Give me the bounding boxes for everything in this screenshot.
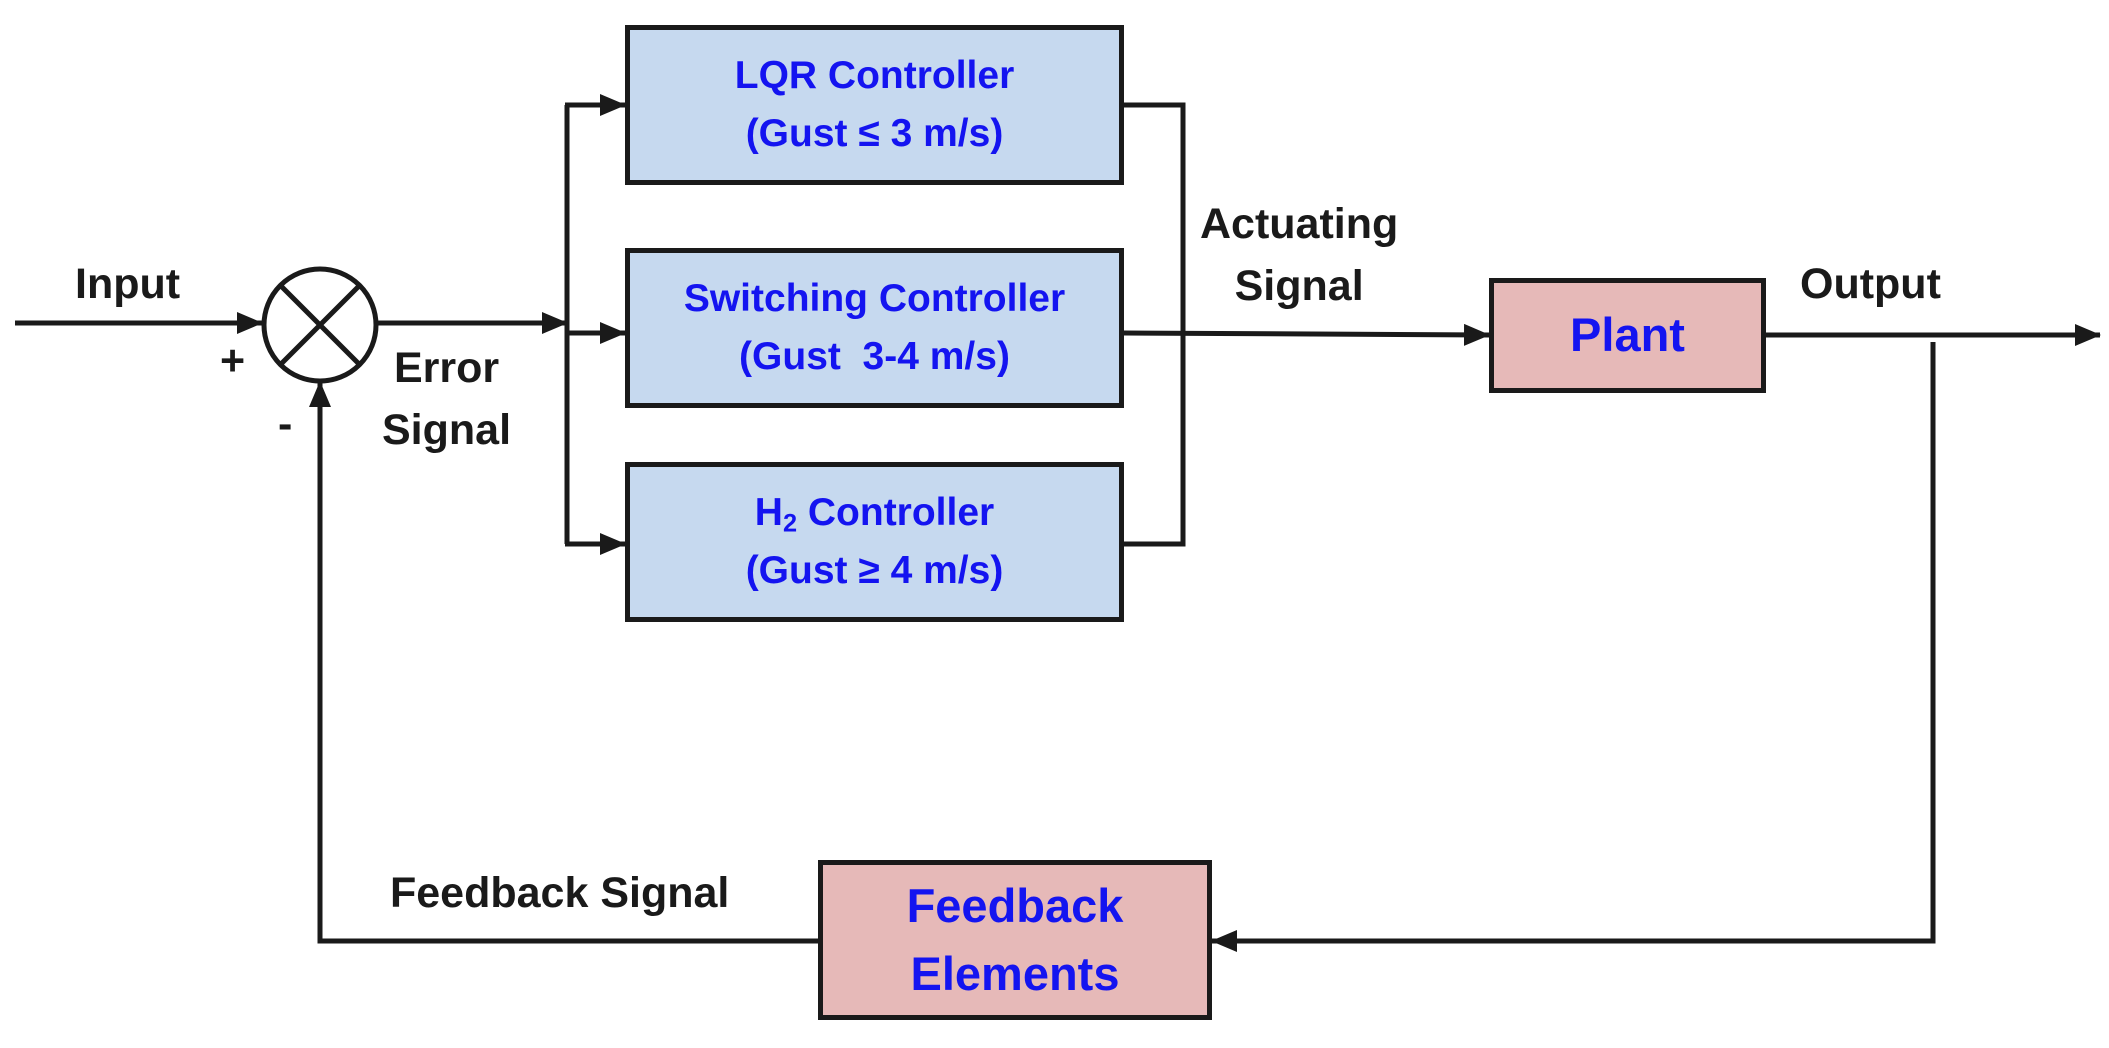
lqr-line1: LQR Controller xyxy=(734,53,1015,97)
error-line1: Error xyxy=(393,344,500,392)
h2-subscript: 2 xyxy=(782,508,798,537)
minus-sign: - xyxy=(278,400,293,448)
feedback-line1: Feedback xyxy=(906,878,1124,932)
input-label: Input xyxy=(75,260,181,308)
h2-controller-block: H2 Controller (Gust ≥ 4 m/s) xyxy=(625,462,1124,622)
feedback-signal-label: Feedback Signal xyxy=(390,869,730,917)
actuating-signal-label: Actuating Signal xyxy=(1200,193,1398,318)
feedback-line2: Elements xyxy=(910,947,1120,1000)
h2-line1: H2 Controller xyxy=(755,484,994,543)
lqr-controller-block: LQR Controller (Gust ≤ 3 m/s) xyxy=(625,25,1124,185)
feedback-elements-block: Feedback Elements xyxy=(818,860,1212,1020)
lqr-out-line xyxy=(1124,102,1186,547)
plant-label: Plant xyxy=(1570,308,1685,362)
switching-controller-block: Switching Controller (Gust 3-4 m/s) xyxy=(625,248,1124,408)
output-label: Output xyxy=(1800,260,1941,308)
switching-line1: Switching Controller xyxy=(683,276,1066,320)
lqr-line2: (Gust ≤ 3 m/s) xyxy=(745,112,1004,155)
switching-line2: (Gust 3-4 m/s) xyxy=(739,335,1010,378)
plant-block: Plant xyxy=(1489,278,1766,393)
feedback-return-line xyxy=(1211,342,1936,952)
summing-cross-2 xyxy=(278,283,362,367)
error-signal-label: Error Signal xyxy=(382,337,511,462)
actuating-line1: Actuating xyxy=(1200,200,1399,248)
feedback-signal-line xyxy=(309,381,818,944)
h2-rest: Controller xyxy=(797,490,995,534)
actuating-line2: Signal xyxy=(1234,262,1364,311)
plus-sign: + xyxy=(220,337,246,385)
actuating-signal-arrow xyxy=(1123,323,1490,346)
error-line2: Signal xyxy=(382,406,512,455)
h2-main: H xyxy=(754,490,783,534)
h2-line2: (Gust ≥ 4 m/s) xyxy=(745,549,1004,592)
